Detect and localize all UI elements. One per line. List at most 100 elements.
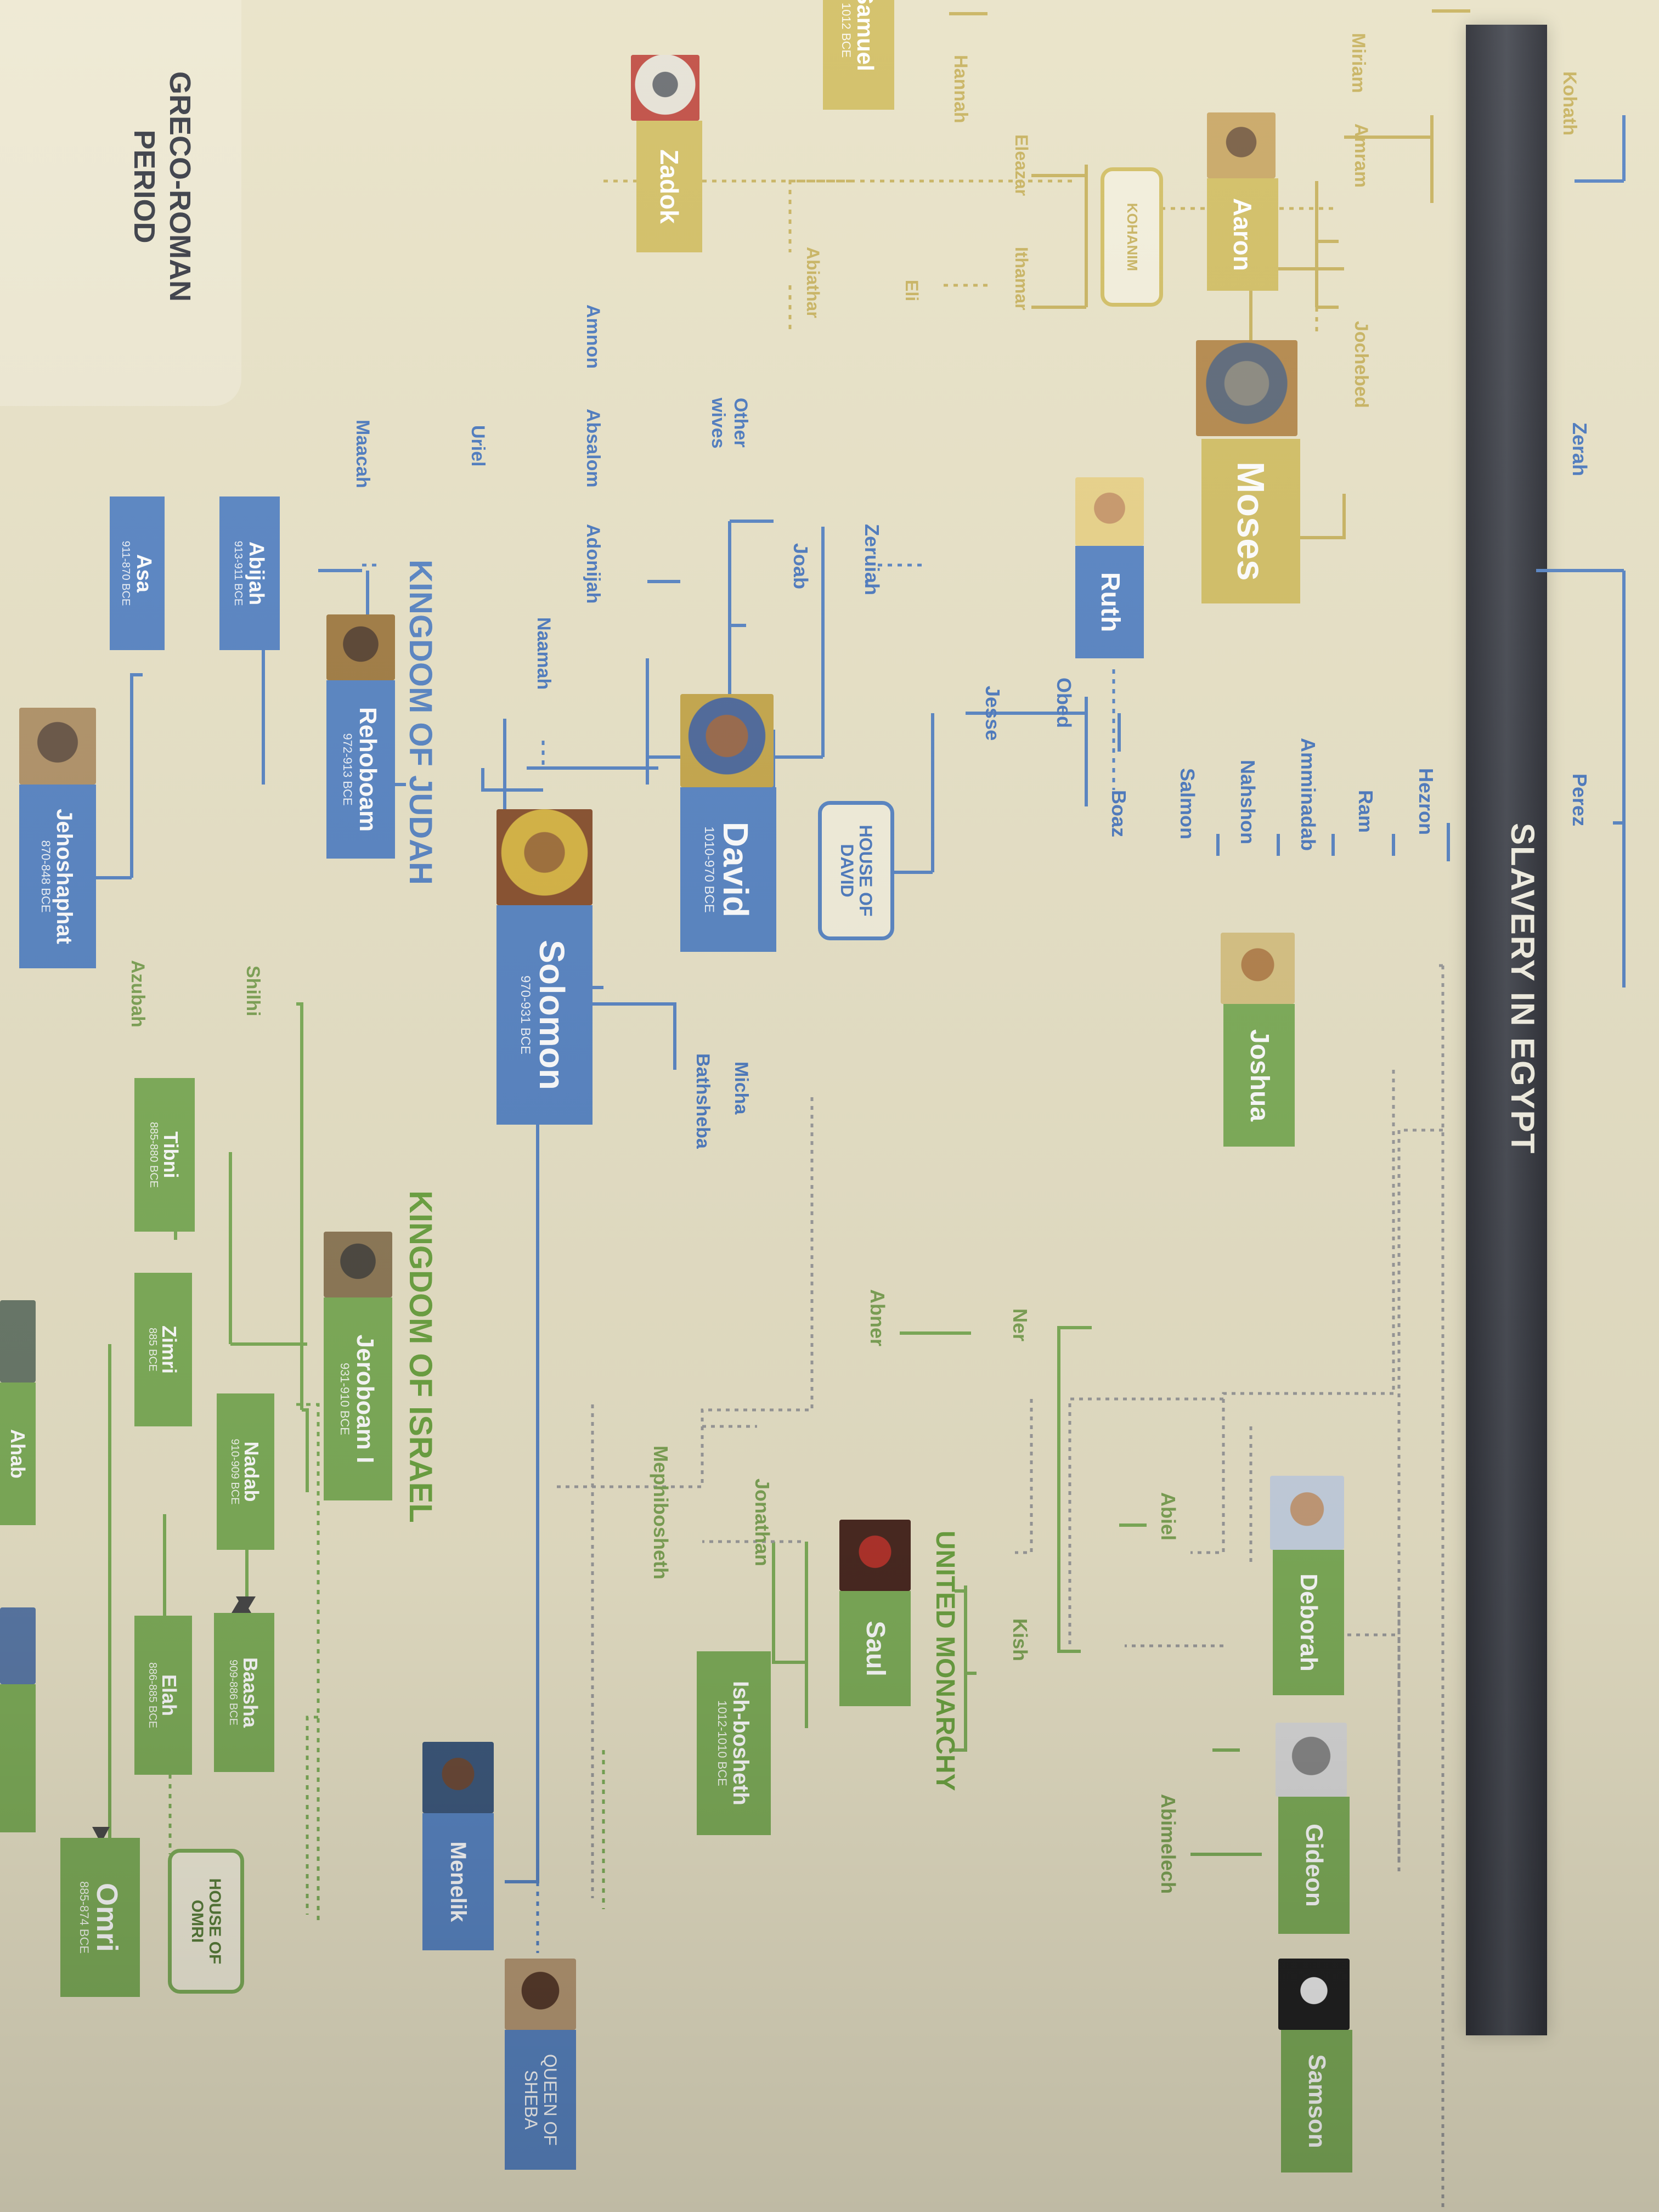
amram-label: Amram [1351, 123, 1372, 188]
joshua-box[interactable]: Joshua [1223, 1004, 1295, 1147]
saul-name: Saul [861, 1621, 890, 1677]
nadab-box[interactable]: Nadab 910-909 BCE [217, 1393, 274, 1550]
cut-off-box [0, 1684, 36, 1832]
elah-name: Elah [158, 1674, 181, 1717]
house-of-david-text: HOUSE OF DAVID [837, 825, 876, 917]
ahab-portrait [0, 1300, 36, 1383]
saul-portrait [839, 1520, 911, 1591]
house-of-david-badge: HOUSE OF DAVID [818, 801, 894, 940]
omri-box[interactable]: Omri 885-874 BCE [60, 1838, 140, 1997]
ahab-name: Ahab [7, 1429, 30, 1479]
rehoboam-portrait [326, 614, 395, 680]
jeroboam-box[interactable]: Jeroboam I 931-910 BCE [324, 1297, 392, 1500]
rehoboam-dates: 972-913 BCE [341, 733, 355, 806]
abijah-name: Abijah [244, 541, 268, 606]
zeruiah-label: Zeruiah [861, 524, 883, 596]
ishbosheth-dates: 1012-1010 BCE [715, 1700, 729, 1786]
gideon-box[interactable]: Gideon [1278, 1797, 1350, 1934]
zadok-name: Zadok [655, 149, 684, 224]
jesse-label: Jesse [981, 686, 1004, 741]
absalom-label: Absalom [583, 409, 603, 488]
solomon-dates: 970-931 BCE [518, 975, 533, 1055]
amnon-label: Amnon [583, 304, 603, 369]
david-portrait [680, 694, 774, 787]
obed-label: Obed [1053, 678, 1075, 729]
saul-box[interactable]: Saul [839, 1591, 911, 1706]
abijah-box[interactable]: Abijah 913-911 BCE [219, 496, 280, 650]
menelik-name: Menelik [446, 1841, 470, 1922]
samson-box[interactable]: Samson [1281, 2030, 1352, 2172]
aaron-portrait [1207, 112, 1276, 178]
boaz-label: Boaz [1108, 790, 1130, 838]
baasha-box[interactable]: Baasha 909-886 BCE [214, 1613, 274, 1772]
samson-name: Samson [1304, 2054, 1331, 2148]
jehoshaphat-name: Jehoshaphat [52, 809, 77, 944]
abijah-dates: 913-911 BCE [232, 540, 245, 606]
ruth-box[interactable]: Ruth [1075, 546, 1144, 658]
kingdom-judah-heading: KINGDOM OF JUDAH [403, 560, 438, 885]
ahab-box[interactable]: Ahab [0, 1383, 36, 1525]
deborah-portrait [1270, 1476, 1344, 1550]
queen-sheba-portrait [505, 1959, 576, 2030]
ner-label: Ner [1009, 1308, 1031, 1342]
moses-box[interactable]: Moses [1201, 439, 1300, 603]
baasha-dates: 909-886 BCE [227, 1659, 240, 1726]
aaron-box[interactable]: Aaron [1207, 178, 1278, 291]
elah-box[interactable]: Elah 886-885 BCE [134, 1616, 192, 1775]
rehoboam-name: Rehoboam [354, 707, 381, 832]
deborah-box[interactable]: Deborah [1273, 1550, 1344, 1695]
omri-name: Omri [91, 1882, 124, 1953]
tibni-box[interactable]: Tibni 885-880 BCE [134, 1078, 195, 1232]
tibni-name: Tibni [159, 1131, 182, 1178]
aaron-name: Aaron [1228, 198, 1257, 271]
zadok-portrait [631, 55, 699, 121]
abiathar-label: Abiathar [803, 247, 823, 318]
samuel-dates: 1012 BCE [839, 2, 853, 58]
jonathan-label: Jonathan [751, 1479, 774, 1567]
naamah-label: Naamah [533, 617, 554, 690]
rehoboam-box[interactable]: Rehoboam 972-913 BCE [326, 680, 395, 859]
shilhi-label: Shilhi [242, 966, 263, 1017]
joab-label: Joab [789, 543, 812, 590]
ram-label: Ram [1355, 790, 1377, 833]
abner-label: Abner [866, 1289, 889, 1347]
joshua-portrait [1221, 933, 1295, 1004]
samuel-name: Samuel [853, 0, 879, 71]
jeroboam-portrait [324, 1232, 392, 1297]
ruth-portrait [1075, 477, 1144, 546]
uriel-label: Uriel [467, 425, 488, 467]
zadok-box[interactable]: Zadok [636, 121, 702, 252]
omri-dates: 885-874 BCE [77, 1881, 91, 1954]
gideon-name: Gideon [1301, 1824, 1328, 1907]
solomon-box[interactable]: Solomon 970-931 BCE [496, 905, 592, 1125]
kingdom-israel-heading: KINGDOM OF ISRAEL [403, 1190, 438, 1523]
menelik-box[interactable]: Menelik [422, 1813, 494, 1950]
david-dates: 1010-970 BCE [702, 826, 717, 913]
maacah-label: Maacah [352, 420, 373, 488]
adonijah-label: Adonijah [583, 524, 603, 604]
kohath-label: Kohath [1559, 71, 1580, 136]
zimri-name: Zimri [158, 1325, 181, 1374]
zimri-box[interactable]: Zimri 885 BCE [134, 1273, 192, 1426]
david-name: David [715, 821, 755, 918]
asa-box[interactable]: Asa 911-870 BCE [110, 496, 165, 650]
united-monarchy-heading: UNITED MONARCHY [930, 1531, 960, 1791]
david-box[interactable]: David 1010-970 BCE [680, 787, 776, 952]
eli-label: Eli [902, 280, 922, 302]
ruth-name: Ruth [1095, 572, 1125, 633]
ishbosheth-box[interactable]: Ish-bosheth 1012-1010 BCE [697, 1651, 771, 1835]
other-wives-label: Other wives [708, 398, 751, 449]
ishbosheth-name: Ish-bosheth [728, 1681, 753, 1805]
jochebed-label: Jochebed [1351, 321, 1372, 408]
solomon-portrait [496, 809, 592, 905]
queen-sheba-box[interactable]: QUEEN OF SHEBA [505, 2030, 576, 2170]
samuel-box[interactable]: Samuel 1012 BCE [823, 0, 894, 110]
baasha-name: Baasha [239, 1657, 262, 1728]
jehoshaphat-box[interactable]: Jehoshaphat 870-848 BCE [19, 785, 96, 968]
mephibosheth-label: Mephibosheth [650, 1446, 672, 1579]
salmon-label: Salmon [1176, 768, 1199, 840]
hannah-label: Hannah [950, 55, 971, 123]
